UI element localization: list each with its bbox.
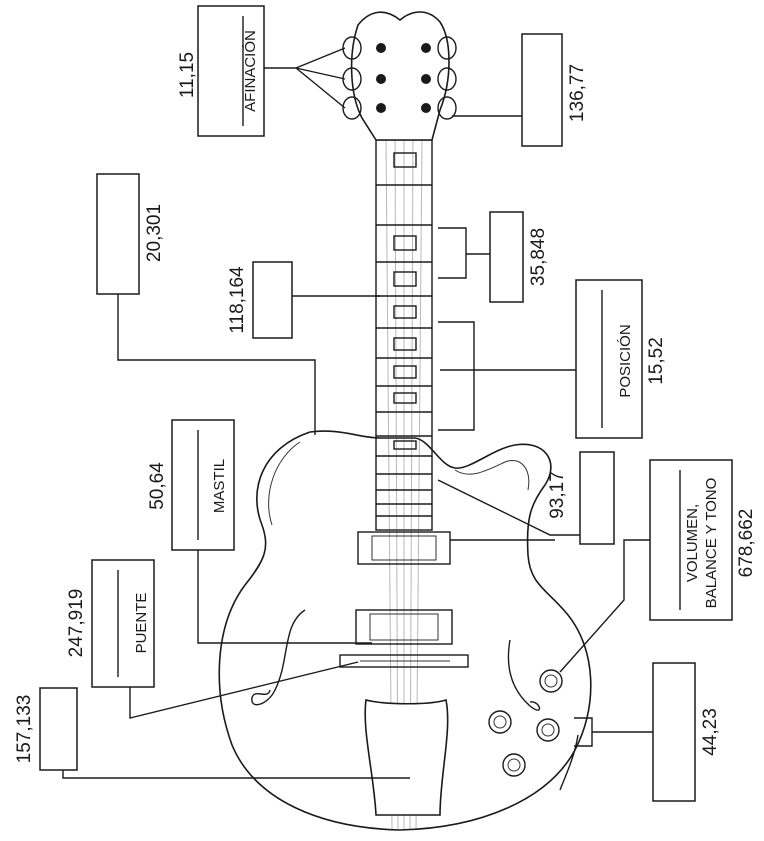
callout-box xyxy=(521,33,563,147)
tailpiece xyxy=(364,698,449,816)
callout-value: 44,23 xyxy=(700,708,721,756)
callout-value: 35,848 xyxy=(528,228,549,286)
tuner-peg xyxy=(437,67,457,91)
f-hole-right xyxy=(507,639,541,711)
control-knob xyxy=(502,753,526,777)
callout-pastilla: 93,17 xyxy=(547,451,615,545)
callout-value: 157,133 xyxy=(14,695,35,764)
callout-box xyxy=(579,451,615,545)
frets xyxy=(376,184,432,517)
headstock xyxy=(350,11,450,141)
tuner-peg xyxy=(437,36,457,60)
callout-posicion: POSICIÓN 15,52 xyxy=(575,279,667,439)
control-knob xyxy=(536,718,560,742)
callout-value: 247,919 xyxy=(66,589,87,658)
callout-box xyxy=(91,559,155,688)
callout-value: 678,662 xyxy=(736,509,757,578)
callout-box xyxy=(197,5,265,137)
callout-word: POSICIÓN xyxy=(617,324,634,397)
callout-traste: 20,301 xyxy=(96,173,165,295)
callout-diapason: 118,164 xyxy=(227,261,293,339)
tuner-peg xyxy=(342,96,362,120)
callout-value: 11,15 xyxy=(177,52,198,98)
callout-word: VOLUMEN, xyxy=(684,504,701,582)
callout-value: 15,52 xyxy=(646,337,667,385)
callout-box xyxy=(575,279,643,439)
callout-box xyxy=(489,211,524,303)
callout-box xyxy=(649,459,733,621)
callout-cejuela: 35,848 xyxy=(489,211,549,303)
callout-word: MASTIL xyxy=(211,459,228,513)
f-hole-left xyxy=(251,609,306,706)
neck-pickup xyxy=(357,531,451,565)
callout-box xyxy=(652,662,696,802)
leader-lines xyxy=(62,47,653,779)
callout-box xyxy=(252,261,293,339)
guitar-drawing xyxy=(218,11,592,831)
callout-word: AFINACIÓN xyxy=(242,30,259,112)
callout-mastil: MASTIL 50,64 xyxy=(147,419,235,551)
callout-afinacion: AFINACIÓN 11,15 xyxy=(177,5,265,137)
callout-volumen: VOLUMEN, BALANCE Y TONO 678,662 xyxy=(649,459,757,621)
callout-box xyxy=(39,687,78,771)
callout-controles: 44,23 xyxy=(652,662,721,802)
bridge xyxy=(339,654,469,668)
bridge-pickup xyxy=(355,609,453,645)
guitar-body xyxy=(218,430,592,831)
callout-box xyxy=(171,419,235,551)
callout-word: BALANCE Y TONO xyxy=(703,478,720,609)
callout-value: 93,17 xyxy=(547,471,568,519)
control-knob xyxy=(488,710,512,734)
callout-cabeza: 136,77 xyxy=(521,33,588,147)
callout-value: 118,164 xyxy=(227,266,248,334)
callout-puente: PUENTE 247,919 xyxy=(66,559,155,688)
tuner-peg xyxy=(342,36,362,60)
callout-box xyxy=(96,173,140,295)
callout-cordal: 157,133 xyxy=(14,687,78,771)
callout-value: 136,77 xyxy=(567,64,588,122)
tuner-peg xyxy=(437,96,457,120)
callout-value: 50,64 xyxy=(147,462,168,510)
fret-inlays xyxy=(393,152,417,450)
control-knob xyxy=(539,669,563,693)
callout-value: 20,301 xyxy=(144,204,165,262)
callout-word: PUENTE xyxy=(133,593,150,654)
